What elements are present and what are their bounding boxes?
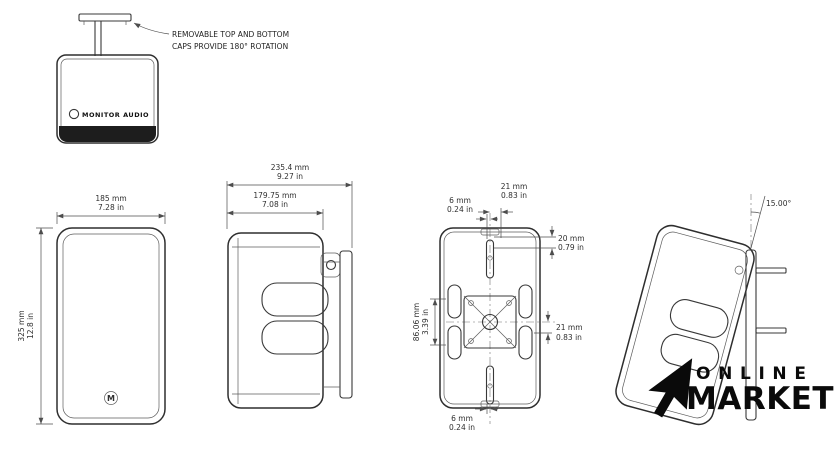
front-logo-letter: M — [107, 394, 115, 403]
dim-back-21-right: 21 mm 0.83 in — [534, 311, 583, 344]
dim-front-width: 185 mm 7.28 in — [56, 194, 166, 224]
callout-text-line2: CAPS PROVIDE 180° ROTATION — [172, 42, 288, 51]
front-logo-circle — [104, 391, 118, 405]
dim-back-right-lower-in: 0.83 in — [556, 333, 582, 342]
tilt-wall-pin-lower — [755, 327, 787, 334]
tilt-wall-pin-upper — [755, 267, 787, 274]
speaker-outline — [56, 54, 159, 144]
brand-text: MONITOR AUDIO — [82, 111, 149, 119]
callout-leader-line — [133, 22, 170, 35]
dim-back-8606-left: 86.06 mm 3.39 in — [412, 298, 446, 346]
side-pivot-plate — [320, 252, 341, 278]
view-side: 235.4 mm 9.27 in 179.75 mm 7.08 in — [226, 163, 353, 409]
back-bottom-tab — [480, 400, 500, 408]
dim-front-height-in: 12.8 in — [26, 313, 35, 339]
back-top-tab — [480, 228, 500, 236]
dim-back-right-upper-mm: 20 mm — [558, 234, 585, 243]
front-grille — [62, 233, 160, 419]
tilt-wall-plate — [745, 249, 757, 421]
dim-front-width-mm: 185 mm — [95, 194, 126, 203]
brand-logo-circle — [68, 108, 80, 120]
dim-tilt-angle: 15.00° — [750, 194, 791, 249]
side-bracket-arm-upper — [261, 282, 329, 317]
dim-back-top-left-mm: 6 mm — [449, 196, 471, 205]
back-side-slot — [447, 325, 462, 360]
callout-rotation: REMOVABLE TOP AND BOTTOM CAPS PROVIDE 18… — [133, 22, 289, 51]
back-keyhole-slot-bottom — [485, 365, 495, 405]
back-mount-plate — [463, 295, 517, 349]
dim-back-top-in: 0.83 in — [501, 191, 527, 200]
speaker-base — [59, 126, 156, 142]
side-bracket-arm-lower — [261, 320, 329, 355]
back-screw-top — [487, 255, 493, 261]
back-center-hole — [481, 313, 499, 331]
dim-back-right-lower-mm: 21 mm — [556, 323, 583, 332]
dim-back-right-upper-in: 0.79 in — [558, 243, 584, 252]
front-outline — [56, 227, 166, 425]
tilt-pivot-circle — [734, 265, 744, 275]
dim-back-20-right: 20 mm 0.79 in — [494, 226, 585, 259]
logo-line-online: ONLINE — [696, 364, 814, 384]
back-side-slot — [518, 325, 533, 360]
logo-text-block: ONLINE MARKET — [686, 352, 834, 416]
back-plate-screw — [506, 338, 512, 344]
tilt-bracket-arm-upper — [669, 299, 729, 338]
dim-side-total-mm: 235.4 mm — [271, 163, 309, 172]
back-plate-screw — [468, 338, 474, 344]
dim-back-6-bottom: 6 mm 0.24 in — [449, 404, 498, 432]
view-front: M 185 mm 7.28 in 325 mm 12.8 in — [17, 194, 166, 425]
dim-back-top-mm: 21 mm — [501, 182, 528, 191]
dim-tilt-angle-value: 15.00° — [766, 199, 791, 208]
dim-back-bottom-mm: 6 mm — [451, 414, 473, 423]
cursor-arrow-icon — [648, 358, 693, 418]
view-bracket-detail: MONITOR AUDIO — [56, 13, 159, 144]
online-market-logo: ONLINE MARKET — [648, 352, 834, 418]
back-side-slot — [518, 284, 533, 319]
callout-text-line1: REMOVABLE TOP AND BOTTOM — [172, 30, 289, 39]
back-screw-bottom — [487, 383, 493, 389]
dim-side-body-in: 7.08 in — [262, 200, 288, 209]
side-wall-plate — [339, 250, 353, 399]
bracket-cap — [78, 13, 132, 22]
dim-back-21-top: 21 mm 0.83 in — [478, 182, 527, 238]
dim-back-bottom-in: 0.24 in — [449, 423, 475, 432]
dim-front-height: 325 mm 12.8 in — [17, 227, 53, 425]
dim-back-left-mm: 86.06 mm — [412, 303, 421, 341]
dim-side-body-mm: 179.75 mm — [253, 191, 296, 200]
angle-tilt-line — [750, 195, 766, 249]
back-plate-screw — [506, 300, 512, 306]
back-plate-screw — [468, 300, 474, 306]
dim-back-top-left-in: 0.24 in — [447, 205, 473, 214]
dim-back-6-top: 6 mm 0.24 in — [447, 196, 498, 239]
angle-arc — [750, 211, 761, 214]
dim-front-height-mm: 325 mm — [17, 310, 26, 341]
dim-side-total-in: 9.27 in — [277, 172, 303, 181]
logo-line-market: MARKET — [686, 381, 835, 417]
dim-back-left-in: 3.39 in — [421, 309, 430, 335]
side-outline — [227, 232, 324, 409]
side-pivot-circle — [325, 259, 337, 271]
back-keyhole-slot-top — [485, 239, 495, 279]
back-side-slot — [447, 284, 462, 319]
dim-side-depth-total: 235.4 mm 9.27 in — [226, 163, 353, 248]
view-back: 21 mm 0.83 in 6 mm 0.24 in 20 mm 0.79 in — [412, 182, 585, 432]
dim-front-width-in: 7.28 in — [98, 203, 124, 212]
dim-side-depth-body: 179.75 mm 7.08 in — [227, 191, 324, 230]
